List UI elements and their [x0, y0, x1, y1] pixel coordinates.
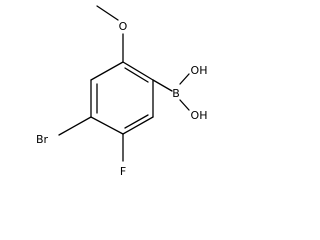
methoxy-oxygen-label: O — [119, 20, 128, 33]
o-ch3-bond — [96, 5, 119, 21]
ring-bond-4 — [122, 116, 154, 135]
boron-label: B — [172, 87, 180, 100]
c-br-bond — [58, 116, 92, 136]
fluorine-label: F — [120, 165, 126, 178]
ring-double-bond-bottom — [124, 114, 149, 129]
ring-bond-2 — [122, 61, 154, 81]
b-oh-lower-bond — [179, 99, 190, 111]
b-oh-upper-bond — [179, 73, 190, 85]
hydroxyl-upper-label: OH — [191, 64, 208, 77]
c-b-bond — [152, 79, 173, 92]
hydroxyl-lower-label: OH — [191, 109, 208, 122]
ring-bond-5 — [90, 116, 124, 135]
bromine-label: Br — [36, 133, 49, 146]
benzene-ring — [90, 61, 154, 135]
ring-bond-1 — [90, 61, 124, 81]
structure-diagram: Br F B O OH OH — [36, 5, 208, 178]
ring-double-bond-top — [124, 67, 149, 83]
